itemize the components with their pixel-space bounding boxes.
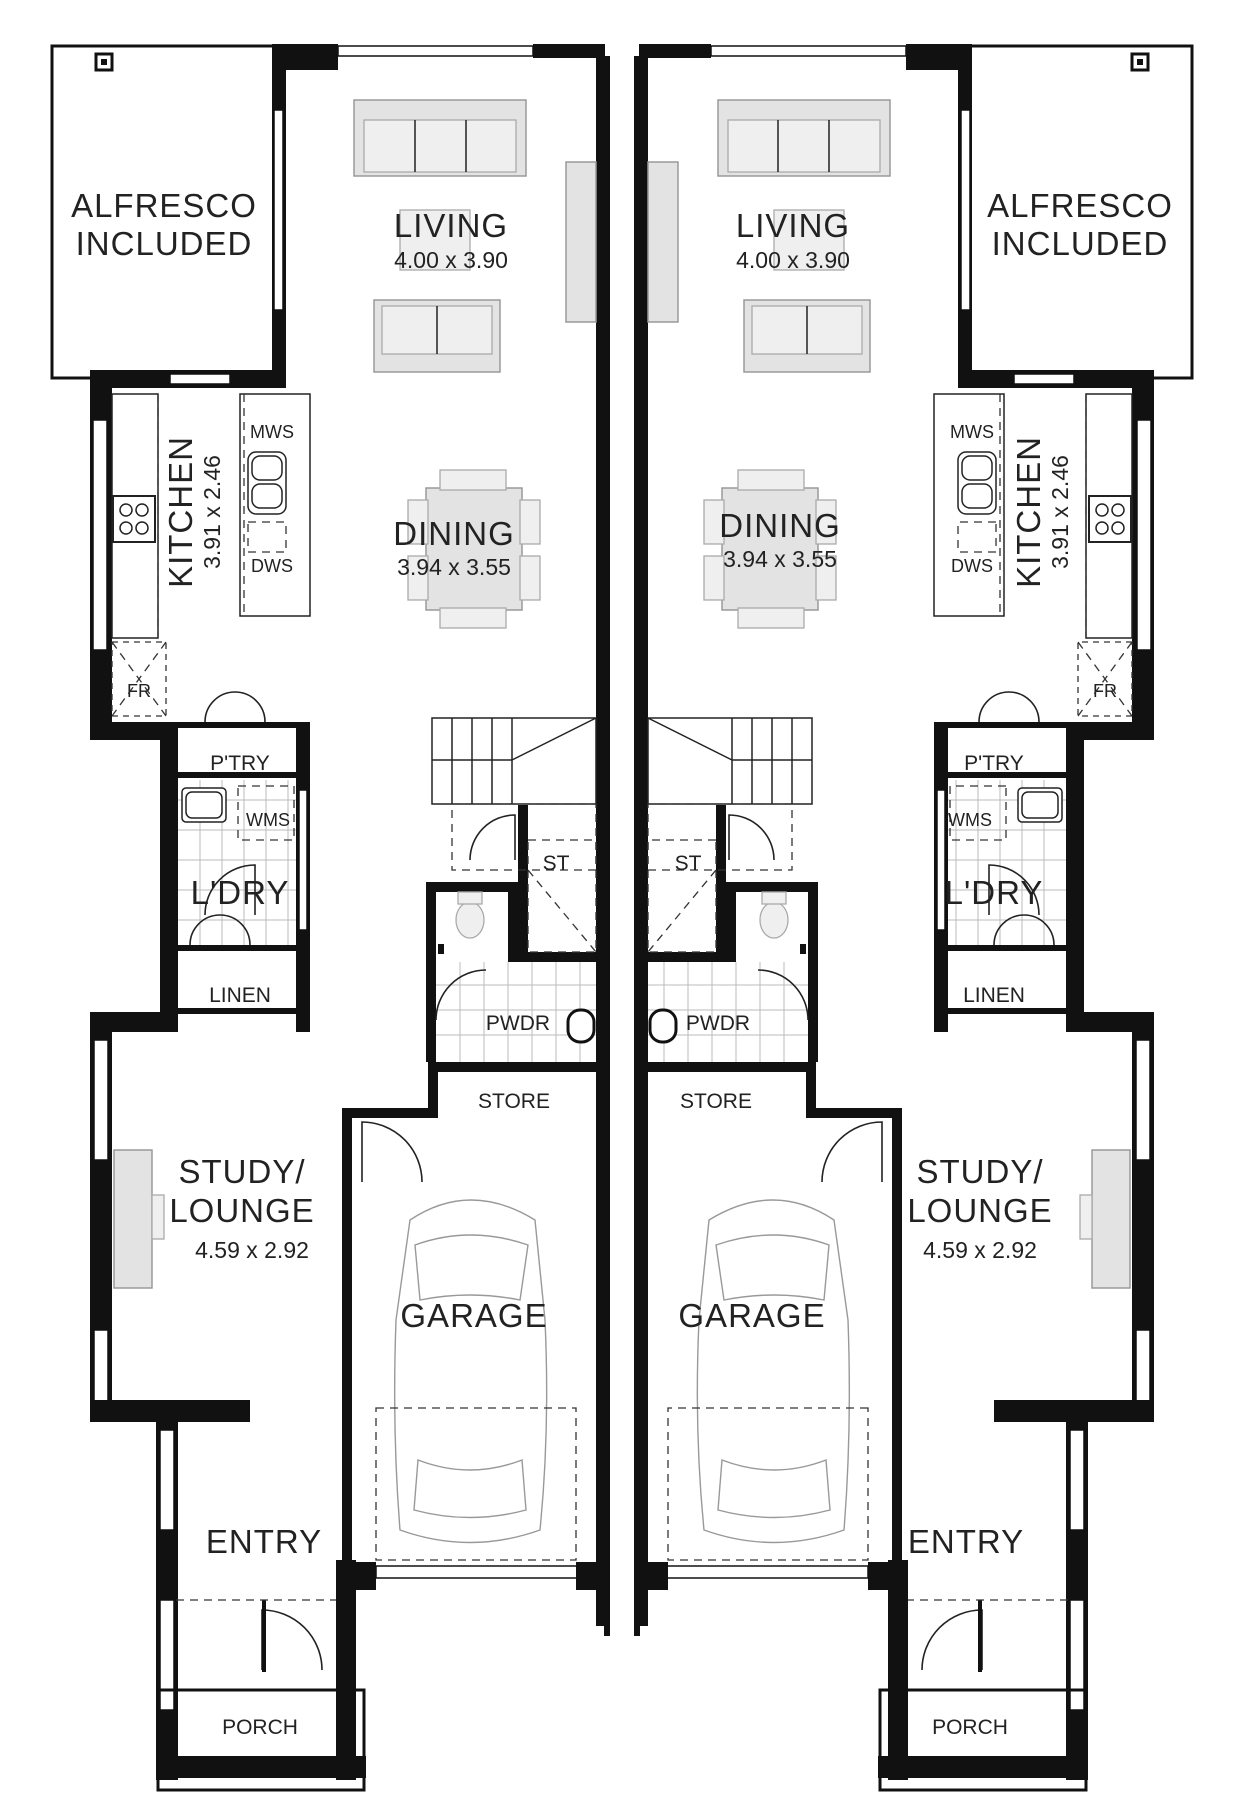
outer-walls: [90, 44, 608, 1792]
kitchen-dims: 3.91 x 2.46: [199, 455, 225, 569]
unit-right-labels: ST ALFRESCO INCLUDED LIVING 4.00 x 3.90 …: [675, 187, 1173, 1739]
porch-label: PORCH: [222, 1716, 298, 1739]
powder-label: PWDR: [686, 1012, 750, 1035]
stairs: [647, 717, 813, 953]
coffee-table: [773, 209, 845, 271]
garage-internal-door[interactable]: [361, 1121, 423, 1183]
dining-table: [407, 469, 541, 629]
basin: [648, 1008, 678, 1044]
laundry-label: L'DRY: [191, 874, 290, 911]
front-door[interactable]: [176, 1599, 336, 1672]
pantry-label: P'TRY: [964, 752, 1024, 775]
linen-door[interactable]: [993, 914, 1055, 946]
powder-label: PWDR: [486, 1012, 550, 1035]
car: [375, 1199, 577, 1561]
sofa-top: [353, 99, 527, 177]
study-dims: 4.59 x 2.92: [195, 1237, 309, 1263]
stair-store-label: ST: [543, 852, 570, 875]
interior-walls: [646, 722, 1066, 1062]
laundry-label: L'DRY: [945, 874, 1044, 911]
laundry-tub: [949, 785, 1063, 841]
dining-label: DINING: [393, 515, 515, 552]
garage-internal-door[interactable]: [821, 1121, 883, 1183]
pantry-door[interactable]: [204, 691, 266, 723]
porch-label: PORCH: [932, 1716, 1008, 1739]
toilet: [438, 891, 485, 954]
stair-store-label: ST: [675, 852, 702, 875]
living-label: LIVING: [736, 207, 850, 244]
dining-dims: 3.94 x 3.55: [397, 554, 511, 580]
kitchen-label: KITCHEN: [1010, 436, 1047, 588]
interior-walls: [178, 722, 598, 1062]
basin: [566, 1008, 596, 1044]
powder-door[interactable]: [757, 969, 809, 1021]
party-wall: [604, 56, 640, 1636]
fridge-label: FR: [127, 681, 151, 701]
alfresco-label-line1: ALFRESCO: [71, 187, 257, 224]
study-label-line1: STUDY/: [178, 1153, 305, 1190]
pantry-label: P'TRY: [210, 752, 270, 775]
powder-door[interactable]: [435, 969, 487, 1021]
study-label-line1: STUDY/: [916, 1153, 1043, 1190]
fridge-label: FR: [1093, 681, 1117, 701]
dws-label: DWS: [951, 556, 993, 576]
study-label-line2: LOUNGE: [907, 1192, 1052, 1229]
study-desk: [113, 1149, 165, 1289]
living-dims: 4.00 x 3.90: [736, 247, 850, 273]
garage-label: GARAGE: [678, 1297, 825, 1334]
study-label-line2: LOUNGE: [169, 1192, 314, 1229]
kitchen-benches: [933, 393, 1133, 717]
dws-label: DWS: [251, 556, 293, 576]
unit-left: ST: [50, 44, 608, 1792]
dining-label: DINING: [719, 507, 841, 544]
kitchen-label: KITCHEN: [162, 436, 199, 588]
wms-label: WMS: [948, 810, 992, 830]
kitchen-dims: 3.91 x 2.46: [1047, 455, 1073, 569]
store-label: STORE: [478, 1090, 550, 1113]
store-label: STORE: [680, 1090, 752, 1113]
linen-label: LINEN: [209, 984, 271, 1007]
tv-unit: [647, 161, 679, 323]
dining-dims: 3.94 x 3.55: [723, 546, 837, 572]
living-label: LIVING: [394, 207, 508, 244]
mws-label: MWS: [250, 422, 294, 442]
entry-label: ENTRY: [908, 1523, 1024, 1560]
kitchen-benches: [111, 393, 311, 717]
laundry-tub: [181, 785, 295, 841]
alfresco-label-line2: INCLUDED: [76, 225, 253, 262]
sofa-bottom: [743, 299, 871, 373]
sofa-bottom: [373, 299, 501, 373]
stairs: ST: [431, 717, 597, 953]
entry-label: ENTRY: [206, 1523, 322, 1560]
toilet: [759, 891, 806, 954]
alfresco-label-line1: ALFRESCO: [987, 187, 1173, 224]
alfresco-label-line2: INCLUDED: [992, 225, 1169, 262]
car: [667, 1199, 869, 1561]
unit-right: [636, 44, 1194, 1792]
laundry-door[interactable]: [204, 864, 256, 916]
sofa-top: [717, 99, 891, 177]
front-door[interactable]: [908, 1599, 1068, 1672]
mws-label: MWS: [950, 422, 994, 442]
coffee-table: [399, 209, 471, 271]
tv-unit: [565, 161, 597, 323]
garage-label: GARAGE: [400, 1297, 547, 1334]
laundry-door[interactable]: [988, 864, 1040, 916]
linen-door[interactable]: [189, 914, 251, 946]
study-dims: 4.59 x 2.92: [923, 1237, 1037, 1263]
study-desk: [1079, 1149, 1131, 1289]
living-dims: 4.00 x 3.90: [394, 247, 508, 273]
wms-label: WMS: [246, 810, 290, 830]
dining-table: [703, 469, 837, 629]
pantry-door[interactable]: [978, 691, 1040, 723]
linen-label: LINEN: [963, 984, 1025, 1007]
